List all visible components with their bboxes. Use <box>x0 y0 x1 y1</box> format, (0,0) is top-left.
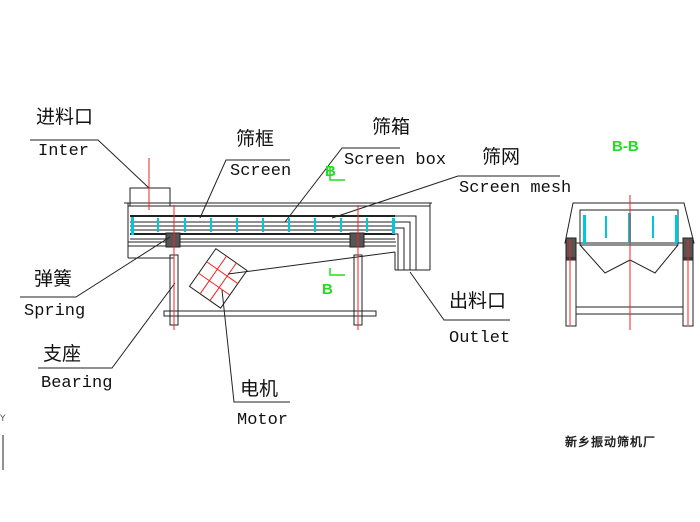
screen-box-label-en: Screen box <box>344 151 447 170</box>
screen-frame-label-zh: 筛框 <box>236 128 275 150</box>
screen-mesh-label-en: Screen mesh <box>459 179 572 198</box>
outlet-chute <box>394 205 431 271</box>
spring-label-zh: 弹簧 <box>34 268 73 290</box>
spring-left <box>165 232 181 248</box>
spring-label-en: Spring <box>24 302 86 321</box>
section-marker-top: B <box>325 163 336 180</box>
section-marker-bottom: B <box>322 281 333 298</box>
vibration-motor <box>188 247 248 309</box>
motor-label-en: Motor <box>237 411 289 430</box>
outlet-label-en: Outlet <box>449 329 511 348</box>
section-title: B-B <box>612 138 639 155</box>
screen-mesh-label-zh: 筛网 <box>482 146 521 168</box>
motor-label-zh: 电机 <box>240 378 279 400</box>
y-axis-label: Y <box>0 414 6 424</box>
inlet-label-en: Inter <box>38 142 90 161</box>
mesh-studs <box>131 213 678 243</box>
bearing-label-en: Bearing <box>41 374 113 393</box>
screen-box-label-zh: 筛箱 <box>372 116 411 138</box>
bearing-label-zh: 支座 <box>43 343 82 365</box>
screen-frame-label-en: Screen <box>230 162 292 181</box>
spring-right <box>349 232 365 248</box>
manufacturer-label: 新乡振动筛机厂 <box>565 435 657 449</box>
inlet-label-zh: 进料口 <box>36 106 94 128</box>
base-beam <box>163 310 377 317</box>
outlet-label-zh: 出料口 <box>449 290 507 312</box>
